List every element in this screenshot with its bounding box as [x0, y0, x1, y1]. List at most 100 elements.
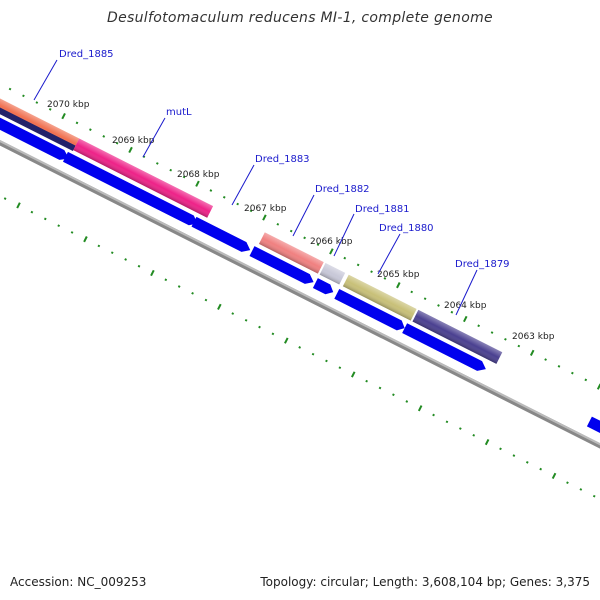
tick-minor [124, 258, 127, 261]
tick-minor [3, 197, 7, 200]
gene-labels: Dred_1885 mutL Dred_1883 Dred_1882 Dred_… [59, 49, 510, 270]
tick-minor [115, 141, 119, 145]
tick-label: 2070 kbp [47, 100, 90, 110]
gene-shade [342, 274, 417, 321]
tick-major [61, 112, 66, 120]
tick-major [529, 349, 535, 356]
tick-major [596, 383, 600, 390]
tick-minor [539, 467, 543, 471]
tick-minor [490, 331, 494, 334]
tick-label: 2066 kbp [310, 237, 353, 247]
tick-label: 2067 kbp [244, 204, 287, 214]
tick-minor [499, 447, 502, 451]
tick-minor [512, 454, 516, 457]
tick-minor [566, 481, 569, 485]
tick-minor [137, 264, 141, 268]
tick-minor [445, 420, 449, 424]
tick-minor [316, 243, 320, 246]
tick-minor [164, 278, 168, 282]
leader-line [33, 59, 58, 101]
tick-minor [405, 400, 409, 403]
gene-label-dred-1881[interactable]: Dred_1881 [355, 204, 410, 215]
leader-line [292, 194, 315, 237]
tick-label: 2064 kbp [444, 301, 487, 311]
cds-arrow[interactable] [0, 108, 71, 164]
tick-minor [30, 210, 34, 214]
gene-label-dred-1883[interactable]: Dred_1883 [255, 154, 310, 165]
tick-label: 2063 kbp [512, 332, 555, 342]
leader-line [333, 213, 355, 257]
tick-minor [75, 121, 79, 125]
tick-minor [298, 346, 302, 349]
cds-arrow[interactable] [312, 278, 336, 297]
tick-minor [584, 378, 588, 382]
tick-major [195, 180, 200, 187]
tick-minor [472, 433, 476, 437]
tick-label: 2065 kbp [377, 270, 420, 280]
tick-minor [89, 128, 92, 131]
cds-arrow[interactable] [191, 216, 253, 255]
tick-major [150, 269, 155, 277]
tick-minor [370, 270, 373, 274]
gene-label-mutl[interactable]: mutL [166, 107, 192, 118]
gene-shade [319, 262, 346, 285]
tick-minor [249, 209, 253, 213]
tick-labels: 2070 kbp 2069 kbp 2068 kbp 2067 kbp 2066… [47, 100, 555, 342]
tick-minor [48, 108, 52, 111]
gene-label-dred-1882[interactable]: Dred_1882 [315, 184, 370, 195]
tick-minor [544, 358, 547, 361]
cds-arrow[interactable] [586, 416, 600, 457]
cds-arrow[interactable] [402, 323, 488, 374]
tick-minor [35, 101, 39, 104]
tick-minor [22, 94, 25, 98]
map-title: Desulfotomaculum reducens MI-1, complete… [107, 10, 493, 26]
tick-minor [222, 195, 226, 199]
tick-minor [579, 488, 583, 491]
tick-minor [477, 324, 480, 328]
tick-major [417, 405, 423, 412]
tick-minor [517, 344, 521, 348]
cds-arrow[interactable] [249, 246, 317, 287]
tick-minor [204, 298, 208, 302]
tick-minor [8, 87, 12, 91]
tick-minor [459, 427, 462, 430]
tick-minor [557, 365, 561, 368]
cds-arrow[interactable] [334, 288, 407, 333]
tick-minor [311, 352, 315, 356]
tick-minor [209, 189, 213, 192]
tick-minor [177, 285, 181, 288]
tick-minor [70, 231, 74, 234]
tick-major [484, 438, 490, 446]
tick-minor [271, 332, 275, 336]
tick-minor [303, 236, 306, 240]
genome-backbone-highlight [0, 140, 600, 467]
tick-minor [378, 386, 382, 390]
tick-minor [423, 297, 427, 301]
tick-minor [57, 224, 61, 228]
tick-minor [155, 162, 159, 165]
genome-backbone [0, 140, 600, 470]
tick-minor [182, 175, 186, 179]
tick-major [350, 371, 356, 378]
cds-arrow[interactable] [62, 151, 200, 229]
tick-major [329, 248, 334, 255]
tick-major [83, 236, 88, 243]
tick-major [262, 214, 267, 221]
tick-major [463, 315, 468, 323]
tick-label: 2068 kbp [177, 170, 220, 180]
tick-minor [571, 371, 574, 375]
tick-minor [231, 312, 235, 315]
gene-label-dred-1879[interactable]: Dred_1879 [455, 259, 510, 270]
tick-minor [525, 461, 529, 464]
tick-minor [102, 135, 106, 138]
gene-label-dred-1880[interactable]: Dred_1880 [379, 223, 434, 234]
tick-minor [169, 168, 173, 172]
tick-minor [236, 202, 240, 206]
tick-major [396, 282, 401, 289]
tick-minor [343, 256, 347, 260]
leader-line [142, 117, 166, 158]
tick-label: 2069 kbp [112, 136, 155, 146]
gene-label-dred-1885[interactable]: Dred_1885 [59, 49, 114, 60]
leader-line [231, 164, 255, 206]
